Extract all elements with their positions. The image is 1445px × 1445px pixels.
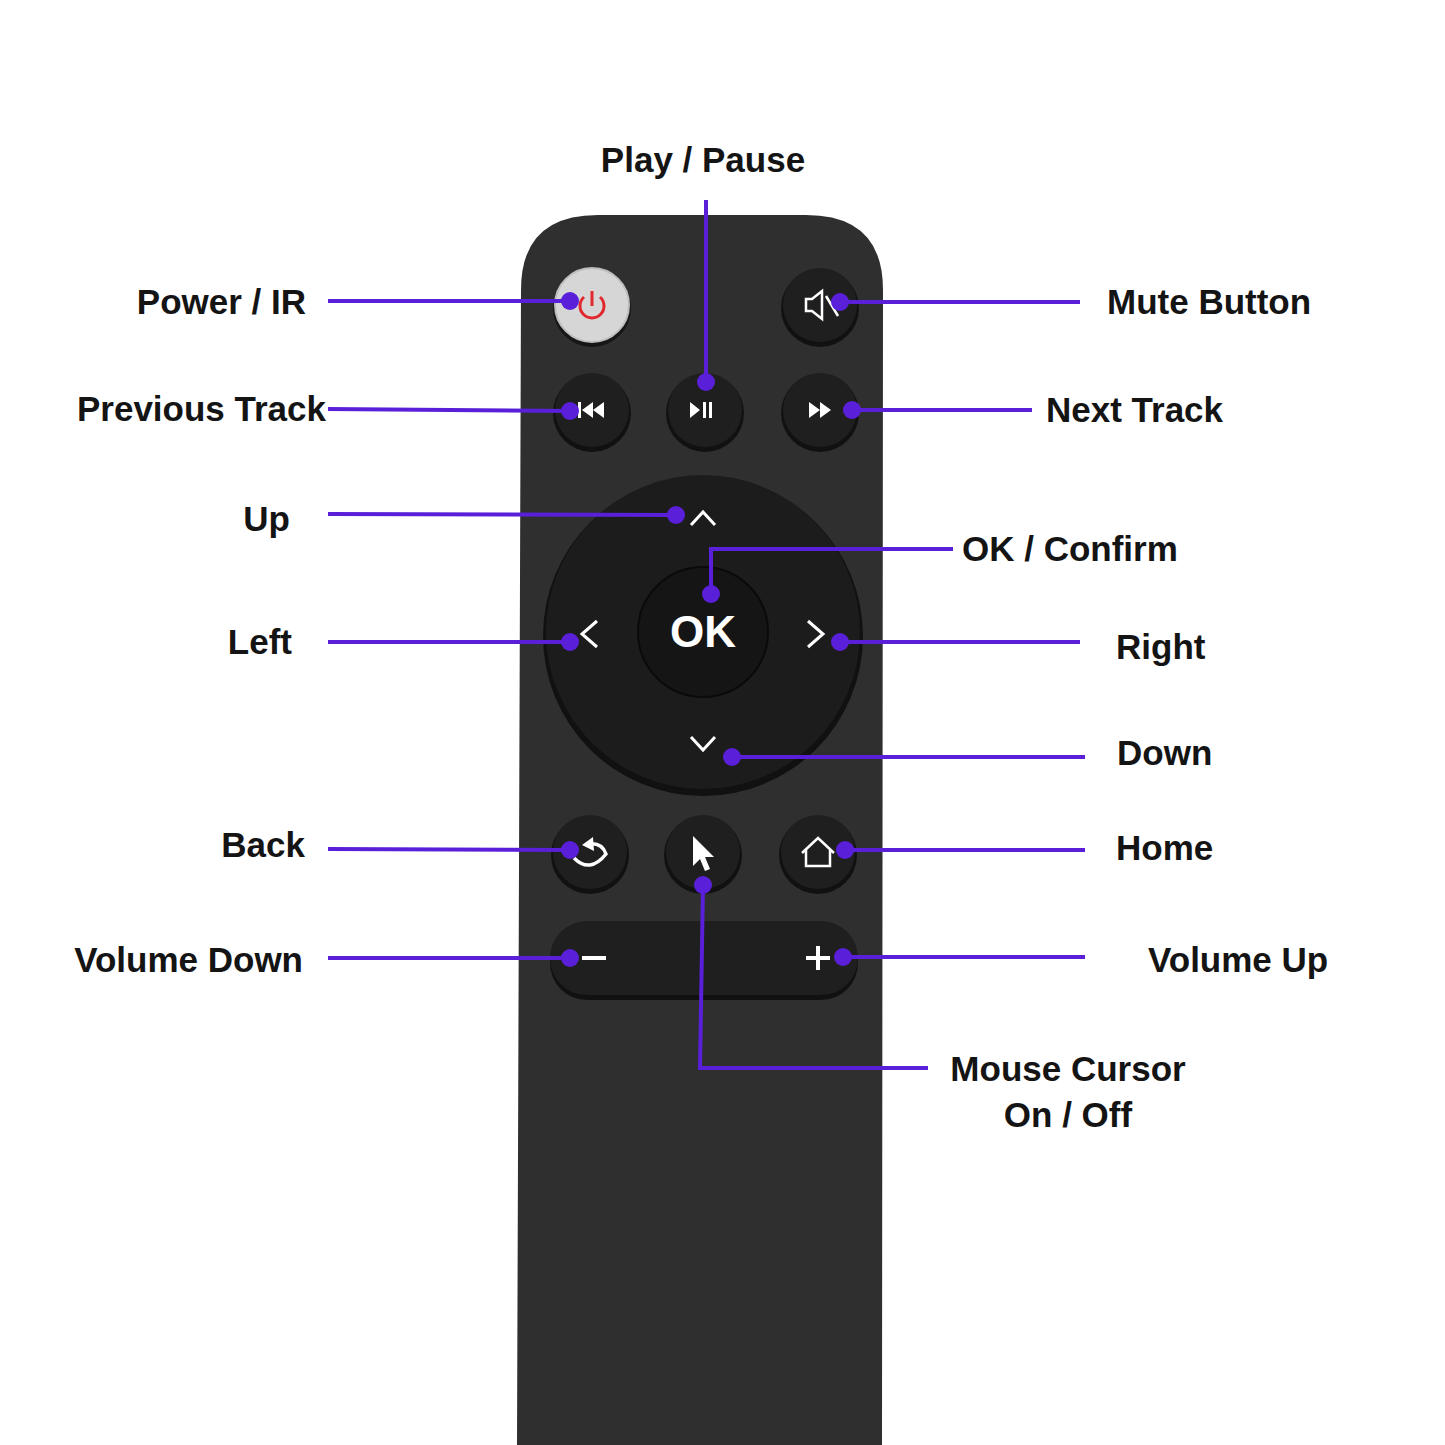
- mute-icon: [826, 296, 838, 316]
- plus-icon: [816, 946, 820, 970]
- callout-label: Volume Up: [1148, 937, 1328, 983]
- leader-dot: [723, 748, 741, 766]
- leader-dot: [561, 841, 579, 859]
- callout-label: Mouse Cursor On / Off: [928, 1046, 1208, 1138]
- leader-dot: [561, 949, 579, 967]
- play-pause-button: [668, 373, 742, 447]
- leader-dot: [843, 401, 861, 419]
- button-shadow: [779, 816, 857, 894]
- leader-dot: [702, 585, 720, 603]
- home-icon: [802, 838, 834, 866]
- callout-label: Down: [1117, 730, 1212, 776]
- callout-label: Play / Pause: [601, 137, 805, 183]
- home-button: [781, 815, 855, 889]
- leader-line: [328, 299, 570, 303]
- play-pause-icon: [690, 402, 700, 418]
- leader-line: [328, 640, 570, 644]
- leader-line: [711, 549, 953, 594]
- callout-label: Power / IR: [137, 279, 306, 325]
- leader-line: [328, 956, 570, 960]
- leader-line: [840, 300, 1080, 304]
- button-shadow: [664, 816, 742, 894]
- back-button: [553, 815, 627, 889]
- left-chevron: [582, 621, 597, 647]
- leader-line: [328, 514, 676, 515]
- power-button: [555, 268, 629, 342]
- dpad-ring: [546, 475, 860, 789]
- callout-label: Back: [221, 822, 305, 868]
- previous-icon: [582, 402, 604, 418]
- down-chevron: [691, 737, 715, 750]
- minus-icon: [582, 956, 606, 960]
- callout-label: Next Track: [1046, 387, 1223, 433]
- leader-line: [704, 200, 708, 382]
- remote-body: [517, 215, 883, 1445]
- leader-line: [852, 408, 1032, 412]
- leader-dot: [834, 948, 852, 966]
- callout-label: Mute Button: [1107, 279, 1311, 325]
- leader-line: [328, 409, 570, 411]
- next-icon: [809, 402, 831, 418]
- play-pause-icon: [709, 402, 712, 418]
- cursor-icon: [693, 836, 714, 871]
- previous-icon: [578, 402, 581, 418]
- mute-button: [783, 268, 857, 342]
- callout-label: Previous Track: [77, 386, 326, 432]
- leader-line: [732, 755, 1085, 759]
- leader-line: [840, 640, 1080, 644]
- callout-label: OK / Confirm: [962, 526, 1178, 572]
- callout-label: Left: [228, 619, 292, 665]
- button-shadow: [666, 374, 744, 452]
- leader-dot: [694, 876, 712, 894]
- button-shadow: [551, 816, 629, 894]
- button-text: OK: [670, 607, 736, 657]
- callout-label: Right: [1116, 624, 1205, 670]
- button-shadow: [781, 374, 859, 452]
- callout-label: Home: [1116, 825, 1213, 871]
- leader-group: [328, 200, 1085, 1068]
- ok-button: OK: [637, 566, 769, 698]
- dpad-shadow: [543, 476, 863, 796]
- leader-dots: [561, 292, 861, 967]
- play-pause-icon: [703, 402, 706, 418]
- leader-dot: [697, 373, 715, 391]
- leader-line: [843, 955, 1085, 959]
- button-shadow: [553, 269, 631, 347]
- next-button: [783, 373, 857, 447]
- right-chevron: [808, 621, 823, 647]
- volume-rocker: [550, 921, 858, 995]
- leader-dot: [831, 633, 849, 651]
- previous-button: [555, 373, 629, 447]
- leader-line: [700, 885, 928, 1068]
- leader-dot: [836, 841, 854, 859]
- leader-dot: [561, 633, 579, 651]
- up-chevron: [691, 512, 715, 525]
- power-icon: [591, 291, 594, 306]
- leader-dot: [561, 402, 579, 420]
- mute-icon: [806, 291, 822, 319]
- leader-line: [845, 848, 1085, 852]
- button-shadow: [781, 269, 859, 347]
- callout-label: Volume Down: [74, 937, 303, 983]
- leader-dot: [561, 292, 579, 310]
- leader-line: [328, 849, 570, 850]
- callout-label: Up: [243, 496, 290, 542]
- button-shadow: [553, 374, 631, 452]
- leader-dot: [831, 293, 849, 311]
- mouse-button: [666, 815, 740, 889]
- leader-dot: [667, 506, 685, 524]
- back-icon: [582, 837, 594, 851]
